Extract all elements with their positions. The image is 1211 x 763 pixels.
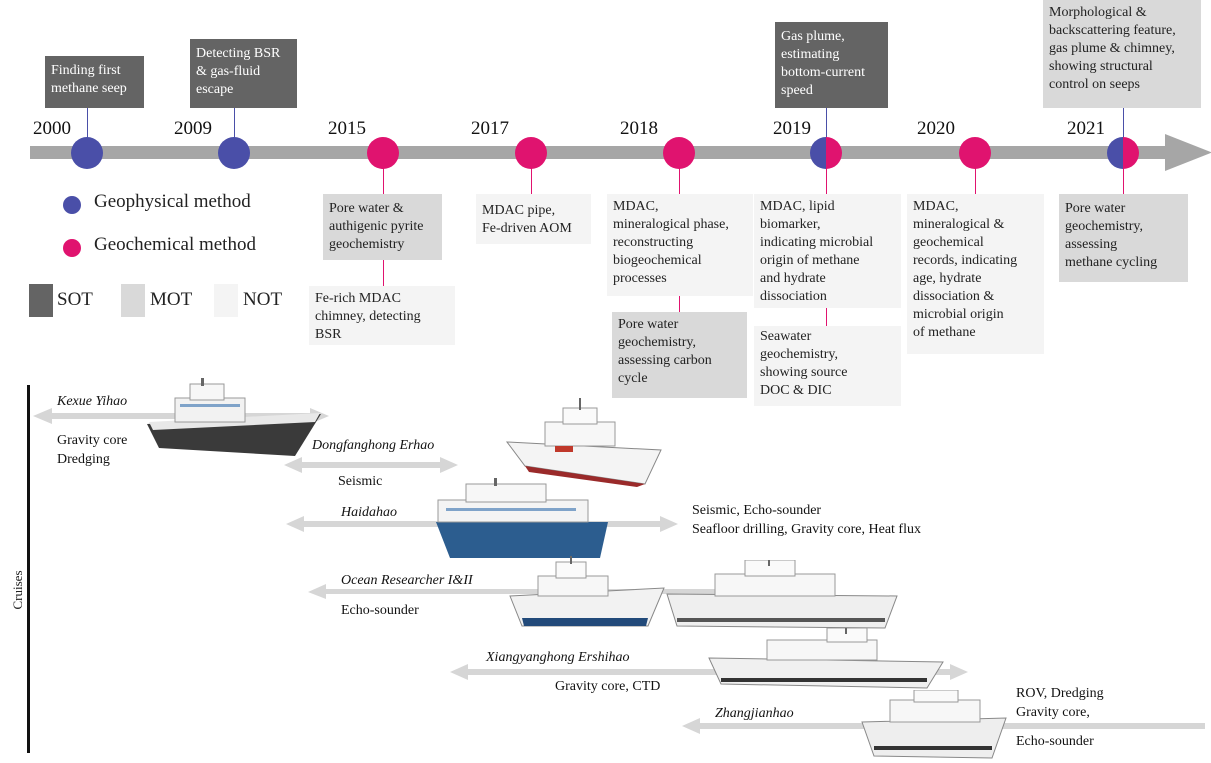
connector-line [383,168,384,194]
geochemical-dot [959,137,991,169]
geophysical-dot [71,137,103,169]
ship-dongfanghong-erhao [505,398,662,487]
connector-line [826,108,827,138]
connector-line [826,308,827,326]
geochemical-dot [367,137,399,169]
year-label: 2019 [773,118,811,139]
year-label: 2021 [1067,118,1105,139]
connector-line [87,108,88,138]
legend-mot-label: MOT [150,289,193,310]
event-box-not: Seawater geochemistry, showing source DO… [754,326,901,406]
connector-line [679,168,680,194]
legend-not-swatch [214,284,238,317]
mixed-method-dot [1107,137,1139,169]
year-label: 2018 [620,118,658,139]
ship-name: Zhangjianhao [715,706,794,721]
legend-not-label: NOT [243,289,283,310]
event-box-sot: Detecting BSR & gas-fluid escape [190,39,297,108]
geophysical-dot [218,137,250,169]
cruise-methods: Seismic, Echo-sounder Seafloor drilling,… [692,503,921,537]
legend-geochemical-swatch [63,239,81,257]
geochemical-dot [515,137,547,169]
event-box-mot: Pore water geochemistry, assessing metha… [1059,194,1188,282]
event-box-mot: Pore water & authigenic pyrite geochemis… [323,194,442,260]
cruise-methods: Echo-sounder [1016,734,1094,749]
cruise-methods: Echo-sounder [341,603,419,618]
legend-sot-label: SOT [57,289,93,310]
connector-line [234,108,235,138]
legend-mot-swatch [121,284,145,317]
cruises-axis-line [27,385,30,753]
ship-name: Haidahao [341,505,397,520]
ship-kexue-yihao [147,378,321,456]
year-label: 2000 [33,118,71,139]
connector-line [975,168,976,194]
ship-name: Xiangyanghong Ershihao [486,650,630,665]
event-box-not: MDAC, lipid biomarker, indicating microb… [754,194,901,308]
year-label: 2017 [471,118,509,139]
event-box-mot: Morphological & backscattering feature, … [1043,0,1201,108]
ship-ocean-researcher-2 [666,560,898,629]
legend-geophysical-label: Geophysical method [94,191,251,212]
cruise-methods: Gravity core Dredging [57,433,128,467]
ship-ocean-researcher-1 [509,556,665,627]
connector-line [531,168,532,194]
ship-name: Ocean Researcher I&II [341,573,473,588]
event-box-not: MDAC, mineralogical phase, reconstructin… [607,194,753,296]
cruise-methods: ROV, Dredging Gravity core, [1016,686,1104,720]
legend-geophysical-swatch [63,196,81,214]
connector-line [1123,168,1124,194]
event-box-not: Fe-rich MDAC chimney, detecting BSR [309,286,455,345]
mixed-method-dot [810,137,842,169]
geochemical-dot [663,137,695,169]
ship-name: Dongfanghong Erhao [312,438,435,453]
year-label: 2020 [917,118,955,139]
event-box-not: MDAC pipe, Fe-driven AOM [476,194,591,244]
cruise-methods: Seismic [338,474,383,489]
cruise-methods: Gravity core, CTD [555,679,661,694]
connector-line [679,296,680,312]
connector-line [383,260,384,286]
ship-xiangyanghong-ershihao [708,628,944,689]
legend-sot-swatch [29,284,53,317]
event-box-sot: Gas plume, estimating bottom-current spe… [775,22,888,108]
ship-haidahao [436,478,608,558]
event-box-mot: Pore water geochemistry, assessing carbo… [612,312,747,398]
event-box-sot: Finding first methane seep [45,56,144,108]
year-label: 2009 [174,118,212,139]
year-label: 2015 [328,118,366,139]
ship-zhangjianhao [861,690,1007,759]
event-box-not: MDAC, mineralogical & geochemical record… [907,194,1044,354]
legend-geochemical-label: Geochemical method [94,234,256,255]
connector-line [1123,108,1124,138]
ship-name: Kexue Yihao [57,394,128,409]
connector-line [826,168,827,194]
